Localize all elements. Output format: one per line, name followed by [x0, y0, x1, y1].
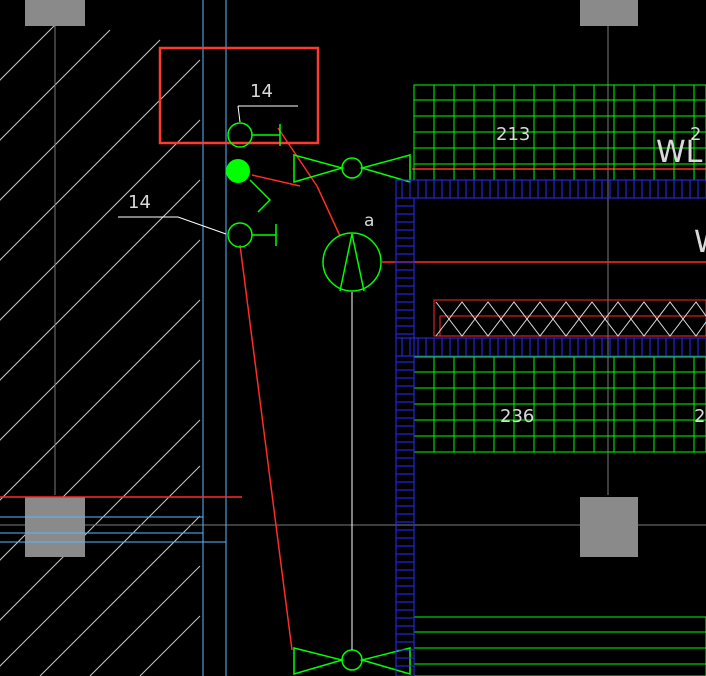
right-grid-lower	[413, 356, 706, 453]
column-top-left	[25, 0, 85, 26]
filled-green-node	[226, 159, 272, 213]
column-bottom-right	[580, 497, 638, 557]
bowtie-symbol-top	[293, 154, 411, 183]
w-label: W	[694, 225, 706, 260]
blue-strips	[395, 179, 706, 676]
dimension-a-label: a	[364, 211, 374, 231]
device-symbol-left	[227, 222, 277, 248]
diagonal-cross-pattern	[435, 301, 706, 337]
callout-left-text: 14	[128, 192, 151, 213]
device-symbol-top	[227, 122, 281, 148]
room-236-label: 236	[500, 406, 534, 427]
callout-top-text: 14	[250, 81, 273, 102]
blue-strip-top-ticks	[401, 180, 699, 198]
highlight-box[interactable]	[158, 46, 320, 145]
hatched-wall-area	[0, 19, 201, 676]
wl-label: WL	[656, 135, 703, 170]
room-2x-partial-label: 2	[690, 124, 701, 145]
bowtie-symbol-bottom	[293, 647, 411, 675]
room-2-partial-label: 2	[694, 406, 705, 427]
blue-strip-mid-ticks	[401, 338, 699, 356]
meter-symbol	[322, 232, 382, 292]
room-213-label: 213	[496, 124, 530, 145]
red-wiring	[0, 127, 706, 651]
right-grid-upper	[413, 84, 706, 181]
callout-top: 14	[237, 81, 298, 123]
cyan-boundary-lines	[0, 0, 227, 676]
blue-strip-vertical-ticks	[396, 205, 414, 667]
grid-lines	[0, 20, 706, 526]
column-bottom-left	[25, 497, 85, 557]
right-grid-bottom	[413, 616, 706, 676]
red-band	[433, 299, 706, 337]
column-top-right	[580, 0, 638, 26]
callout-left: 14	[118, 192, 227, 235]
